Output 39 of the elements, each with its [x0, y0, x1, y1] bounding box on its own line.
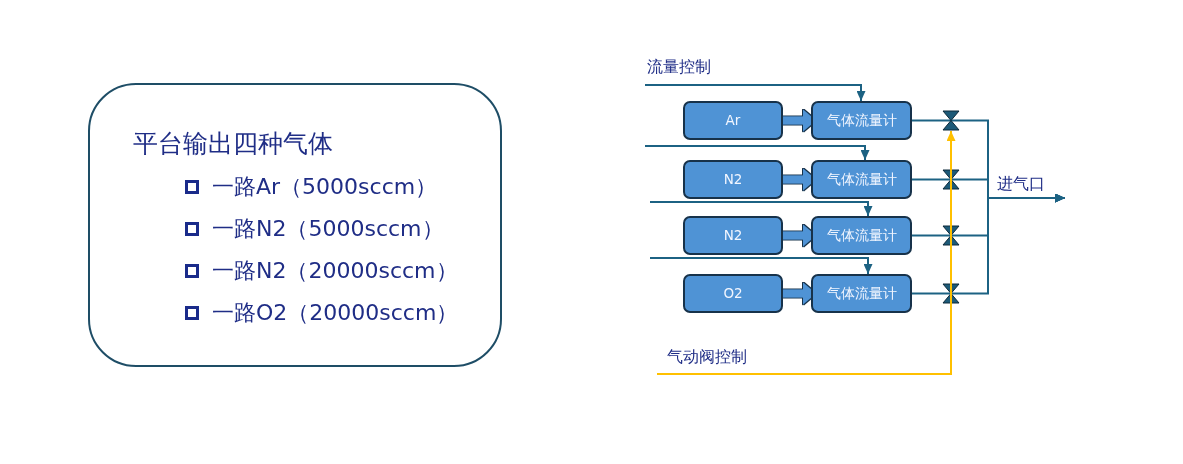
pipe-line	[911, 234, 943, 237]
gas-name: Ar	[725, 112, 741, 129]
rounded-panel	[88, 83, 502, 367]
meter-label: 气体流量计	[826, 227, 897, 244]
pipe-line	[911, 178, 943, 181]
line-label: 流量控制	[647, 56, 711, 78]
flow-meter-box	[811, 101, 912, 140]
gas-source-box	[683, 216, 783, 255]
flow-meter-box	[811, 274, 912, 313]
gas-name: N2	[723, 171, 743, 188]
flow-meter-box	[811, 160, 912, 199]
gas-source-box	[683, 274, 783, 313]
flow-meter-box	[811, 216, 912, 255]
gas-source-box	[683, 101, 783, 140]
valve-symbol	[942, 110, 960, 131]
outlet-arrow	[959, 193, 1066, 295]
valve-symbol	[942, 283, 960, 304]
signal-arrow	[649, 257, 873, 275]
panel-heading: 平台输出四种气体	[133, 129, 333, 159]
gas-source-box	[683, 160, 783, 199]
signal-arrow	[656, 130, 956, 375]
gas-name: N2	[723, 227, 743, 244]
list-item-text: 一路N2（5000sccm）	[212, 215, 444, 243]
gas-name: O2	[723, 285, 743, 302]
meter-label: 气体流量计	[826, 112, 897, 129]
pipe-line	[911, 292, 943, 295]
pipe-line	[911, 119, 943, 122]
signal-arrow	[649, 201, 873, 217]
valve-symbol	[942, 169, 960, 190]
list-item-text: 一路Ar（5000sccm）	[212, 173, 438, 201]
list-item-text: 一路N2（20000sccm）	[212, 257, 458, 285]
line-label: 进气口	[997, 173, 1045, 195]
list-item-text: 一路O2（20000sccm）	[212, 299, 459, 327]
line-label: 气动阀控制	[667, 346, 747, 368]
meter-label: 气体流量计	[826, 285, 897, 302]
signal-arrow	[644, 84, 866, 102]
meter-label: 气体流量计	[826, 171, 897, 188]
valve-symbol	[942, 225, 960, 246]
signal-arrow	[644, 145, 870, 161]
